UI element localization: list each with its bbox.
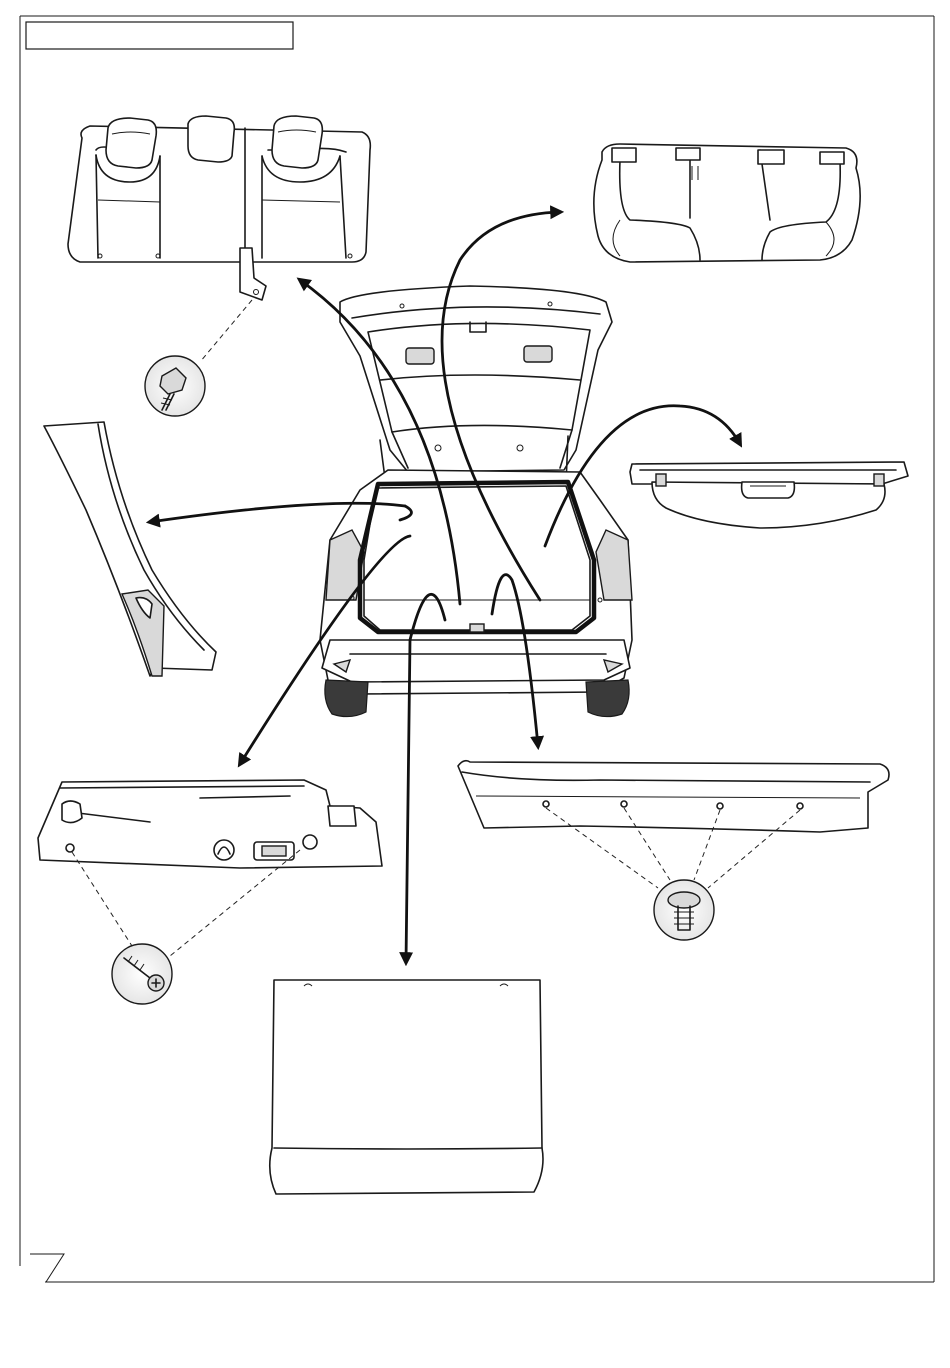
boot-floor-panel — [270, 980, 543, 1194]
rear-seat-backrest — [68, 116, 370, 300]
sill-trim — [458, 761, 889, 832]
trim-screw — [72, 850, 300, 1004]
rear-seat-cushion — [594, 144, 860, 262]
parcel-shelf — [630, 462, 908, 528]
backrest-bolt — [145, 300, 252, 416]
c-pillar-trim — [44, 422, 216, 676]
side-trim-panel — [38, 780, 382, 868]
title-box — [26, 22, 293, 49]
hatchback-vehicle — [320, 286, 632, 717]
